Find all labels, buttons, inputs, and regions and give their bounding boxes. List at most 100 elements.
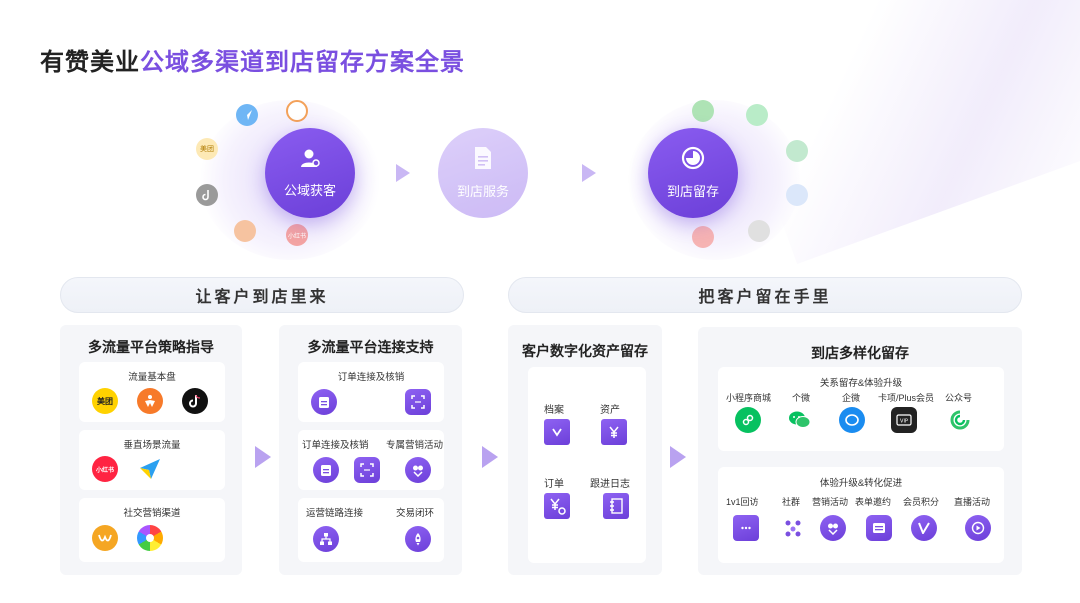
orbit-card-icon — [748, 220, 770, 242]
svg-text:VIP: VIP — [900, 419, 908, 425]
item-wecom-label: 企微 — [842, 393, 861, 403]
stage-service: 到店服务 — [438, 128, 528, 218]
yen-search-icon — [544, 493, 570, 519]
group-vertical-traffic-label: 垂直场景流量 — [123, 440, 181, 451]
flow-arrow-card2 — [482, 446, 498, 468]
miniprogram-icon[interactable] — [735, 407, 761, 433]
card-customer-assets-title: 客户数字化资产留存 — [522, 343, 648, 359]
orbit-tiktok-icon — [196, 184, 218, 206]
hierarchy-icon — [313, 526, 339, 552]
orbit-wecom-icon — [786, 184, 808, 206]
group-order-connect-label-2: 订单连接及核销 — [302, 440, 369, 451]
orbit-weibo-icon — [234, 220, 256, 242]
flow-arrow-card1 — [255, 446, 271, 468]
section-pill-right: 把客户留在手里 — [508, 277, 1022, 313]
stage-retain-label: 到店留存 — [666, 184, 719, 199]
asset-assets-label: 资产 — [600, 405, 620, 416]
orbit-map-icon — [236, 104, 258, 126]
group-exclusive-marketing-label: 专属营销活动 — [386, 440, 444, 451]
clipboard-icon — [311, 389, 337, 415]
group-operation-chain-label: 运营链路连接 — [306, 508, 364, 519]
group-relationship-label: 关系留存&体验升级 — [819, 378, 903, 389]
stage-service-label: 到店服务 — [456, 184, 509, 199]
asset-profile-label: 档案 — [544, 405, 564, 416]
stage-acquire-label: 公域获客 — [283, 183, 336, 198]
item-followup-label: 1v1回访 — [726, 497, 759, 507]
asset-grid: 档案 资产 订单 跟进日志 — [528, 367, 646, 563]
yen-card-icon — [601, 419, 627, 445]
card-store-retention: 到店多样化留存 关系留存&体验升级 小程序商城 个微 企微 卡项/Plus会员 … — [698, 327, 1022, 575]
wechat-icon[interactable] — [787, 407, 813, 433]
group-social-channel-label: 社交营销渠道 — [123, 508, 181, 519]
amap-logo-icon — [137, 456, 163, 482]
item-points-label: 会员积分 — [903, 497, 940, 507]
flow-arrow-1 — [396, 164, 410, 182]
chat-dots-icon[interactable] — [733, 515, 759, 541]
pie-chart-icon — [681, 146, 705, 173]
stage-acquire: 公域获客 — [265, 128, 355, 218]
item-form-invite-label: 表单邀约 — [855, 497, 892, 507]
item-miniprogram-label: 小程序商城 — [726, 393, 772, 403]
group-order-connect: 订单连接及核销 — [298, 362, 444, 422]
clipboard-icon-2 — [313, 457, 339, 483]
title-prefix: 有赞美业 — [40, 49, 140, 76]
form-icon[interactable] — [866, 515, 892, 541]
page-title: 有赞美业公域多渠道到店留存方案全景 — [40, 42, 465, 77]
document-icon — [473, 146, 493, 173]
live-play-icon[interactable] — [965, 515, 991, 541]
orbit-official-icon — [746, 104, 768, 126]
item-wechat-label: 个微 — [792, 393, 811, 403]
meituan-logo-icon: 美团 — [92, 388, 118, 414]
flow-arrow-2 — [582, 164, 596, 182]
asset-orders-label: 订单 — [544, 479, 564, 490]
stage-retain: 到店留存 — [648, 128, 738, 218]
orbit-meituan-icon: 美团 — [196, 138, 218, 160]
item-member-card-label: 卡项/Plus会员 — [878, 393, 935, 403]
folder-icon — [544, 419, 570, 445]
dianping-logo-icon — [137, 388, 163, 414]
wecom-icon[interactable] — [839, 407, 865, 433]
card-traffic-strategy-title: 多流量平台策略指导 — [88, 339, 214, 355]
card-customer-assets: 客户数字化资产留存 档案 资产 订单 跟进日志 — [508, 325, 662, 575]
title-highlight: 公域多渠道到店留存方案全景 — [140, 49, 465, 76]
card-traffic-strategy: 多流量平台策略指导 流量基本盘 美团 垂直场景流量 小红书 社交营销渠道 — [60, 325, 242, 575]
section-pill-left: 让客户到店里来 — [60, 277, 464, 313]
group-order-marketing: 订单连接及核销 专属营销活动 — [298, 430, 444, 490]
orbit-wechat-icon — [786, 140, 808, 162]
marketing-activity-icon[interactable] — [820, 515, 846, 541]
official-account-icon[interactable] — [947, 407, 973, 433]
group-base-traffic-label: 流量基本盘 — [128, 372, 176, 383]
item-official-account-label: 公众号 — [945, 393, 973, 403]
notebook-icon — [603, 493, 629, 519]
group-conversion-label: 体验升级&转化促进 — [819, 478, 903, 489]
group-relationship: 关系留存&体验升级 小程序商城 个微 企微 卡项/Plus会员 公众号 VIP — [718, 367, 1004, 451]
community-icon[interactable] — [780, 515, 806, 541]
group-social-channel: 社交营销渠道 — [79, 498, 225, 562]
orbit-xiaohongshu-icon: 小红书 — [286, 224, 308, 246]
orbit-mail-icon — [692, 226, 714, 248]
item-live-label: 直播活动 — [954, 497, 991, 507]
item-marketing-label: 营销活动 — [812, 497, 849, 507]
scan-icon-2 — [354, 457, 380, 483]
rocket-icon — [405, 526, 431, 552]
group-order-connect-label: 订单连接及核销 — [337, 372, 405, 383]
orbit-camera-icon — [286, 100, 308, 122]
camera-aperture-logo-icon — [137, 525, 163, 551]
user-gear-icon — [299, 147, 321, 172]
group-base-traffic: 流量基本盘 美团 — [79, 362, 225, 422]
orbit-miniprogram-icon — [692, 100, 714, 122]
marketing-icon — [405, 457, 431, 483]
tiktok-logo-icon — [182, 388, 208, 414]
card-platform-connect-title: 多流量平台连接支持 — [307, 339, 434, 355]
scan-icon — [405, 389, 431, 415]
group-conversion: 体验升级&转化促进 1v1回访 社群 营销活动 表单邀约 会员积分 直播活动 — [718, 467, 1004, 563]
asset-followup-label: 跟进日志 — [590, 479, 630, 490]
vip-card-icon[interactable]: VIP — [891, 407, 917, 433]
group-trade-loop-label: 交易闭环 — [396, 508, 435, 519]
group-operation-chain: 运营链路连接 交易闭环 — [298, 498, 444, 562]
points-v-icon[interactable] — [911, 515, 937, 541]
group-vertical-traffic: 垂直场景流量 小红书 — [79, 430, 225, 490]
card-platform-connect: 多流量平台连接支持 订单连接及核销 订单连接及核销 专属营销活动 运营链路连接 … — [279, 325, 462, 575]
flow-arrow-card3 — [670, 446, 686, 468]
xiaohongshu-logo-icon: 小红书 — [92, 456, 118, 482]
